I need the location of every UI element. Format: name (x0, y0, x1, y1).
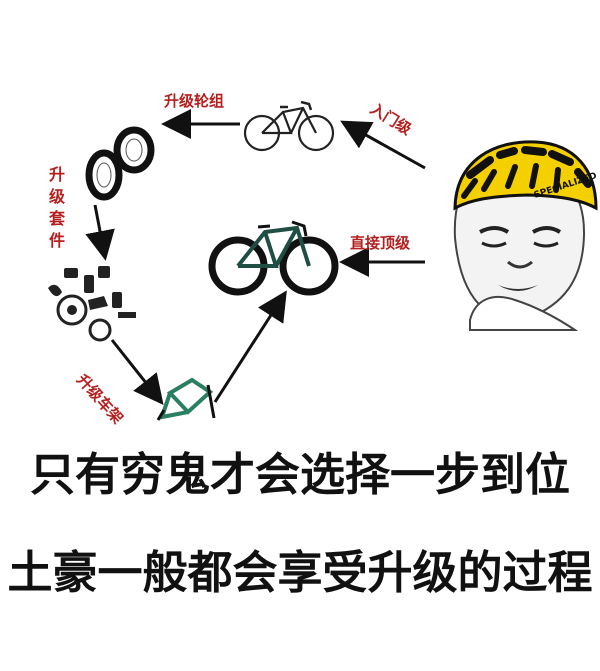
arrow-to-entry-bike (340, 120, 426, 170)
label-upgrade-groupset: 升级套件 (49, 165, 66, 250)
caption-line-1: 只有穷鬼才会选择一步到位 (29, 448, 570, 501)
groupset (48, 266, 136, 342)
arrow-frame-to-top-bike (213, 290, 287, 403)
wheelset (85, 126, 155, 201)
caption-line-2: 土豪一般都会享受升级的过程 (7, 546, 593, 599)
label-upgrade-wheelset: 升级轮组 (164, 92, 225, 110)
label-direct-top: 直接顶级 (350, 234, 411, 252)
arrow-to-groupset (85, 204, 115, 261)
top-bike (208, 220, 339, 296)
arrow-to-frame (110, 339, 164, 406)
frame (156, 377, 216, 421)
meme-face: SPECIALIZED (453, 140, 598, 331)
entry-bike (243, 100, 335, 152)
